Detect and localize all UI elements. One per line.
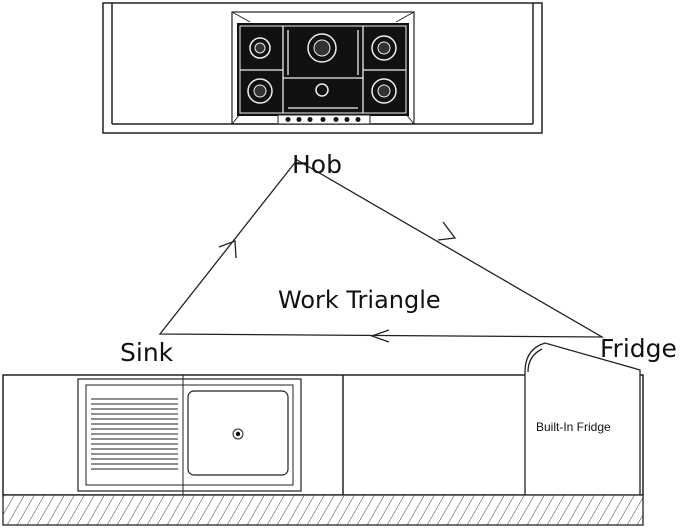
sink-with-drainer-icon <box>77 375 302 495</box>
arrow-sink-to-hob <box>218 240 237 259</box>
built-in-fridge-label: Built-In Fridge <box>536 420 611 434</box>
fridge-label: Fridge <box>600 334 677 363</box>
arrow-hob-to-fridge <box>437 221 457 241</box>
hob-icon <box>231 11 415 125</box>
work-triangle-label: Work Triangle <box>278 286 441 314</box>
hatched-floor-base <box>2 494 644 526</box>
sink-label: Sink <box>120 338 174 367</box>
hob-label: Hob <box>292 150 342 179</box>
drainer-grooves <box>91 398 178 470</box>
work-triangle <box>158 159 605 338</box>
built-in-fridge-icon <box>524 342 641 496</box>
arrow-fridge-to-sink <box>370 329 390 343</box>
direction-arrows <box>218 221 457 343</box>
